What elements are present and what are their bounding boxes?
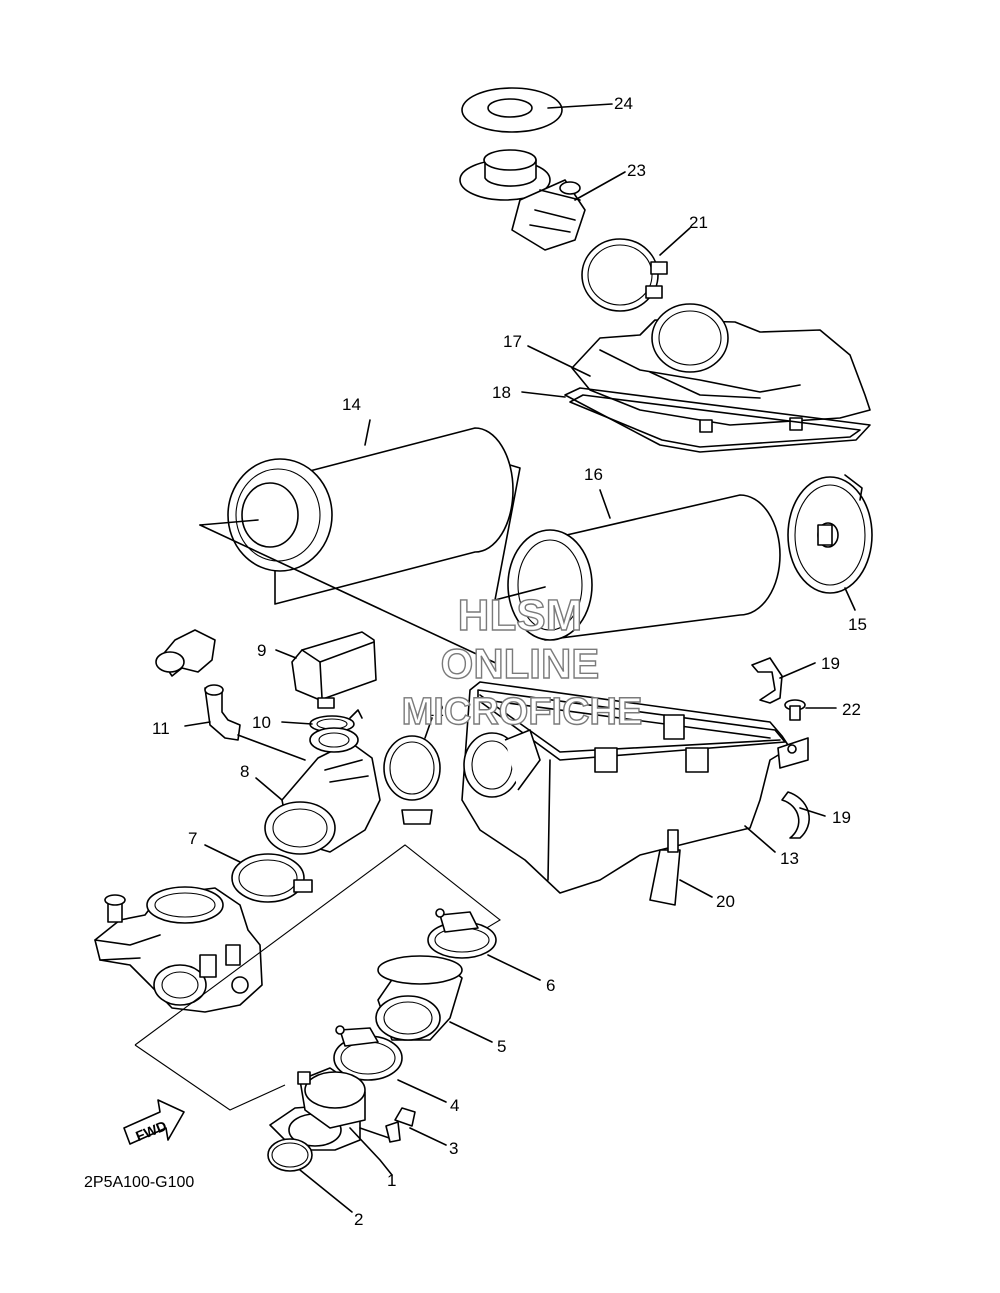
diagram-code: 2P5A100-G100 — [84, 1174, 194, 1191]
part-16-air-filter — [494, 464, 781, 641]
part-11-hose — [155, 629, 306, 761]
part-24-gasket — [461, 87, 613, 133]
callout-14: 14 — [342, 395, 361, 414]
callout-7: 7 — [188, 829, 197, 848]
callout-10: 10 — [252, 713, 271, 732]
callout-1: 1 — [387, 1171, 396, 1190]
callout-11: 11 — [152, 719, 170, 738]
callout-18: 18 — [492, 383, 511, 402]
watermark: HLSM ONLINE MICROFICHE — [401, 590, 643, 733]
callout-20: 20 — [716, 892, 735, 911]
part-3-bolt — [385, 1107, 447, 1146]
part-17-airbox-cover — [527, 303, 871, 433]
part-1-carb-joint — [269, 1067, 396, 1176]
part-10-clip — [281, 709, 363, 733]
callout-23: 23 — [627, 161, 646, 180]
watermark-line-3: MICROFICHE — [402, 691, 643, 733]
part-13-airbox — [461, 681, 809, 894]
part-9-cap — [275, 631, 377, 709]
part-19-clip-upper — [751, 657, 816, 704]
callout-8: 8 — [240, 762, 249, 781]
callout-3: 3 — [449, 1139, 458, 1158]
part-4-clamp — [333, 1025, 447, 1103]
part-15-end-cap — [787, 474, 873, 611]
callout-21: 21 — [689, 213, 708, 232]
carburetor — [94, 886, 263, 1013]
callout-15: 15 — [848, 615, 867, 634]
callout-4: 4 — [450, 1096, 459, 1115]
watermark-line-1: HLSM — [458, 591, 583, 640]
part-21-clamp — [581, 227, 691, 312]
callout-6: 6 — [546, 976, 555, 995]
part-18-cover-gasket — [521, 387, 871, 453]
callout-19a: 19 — [821, 654, 840, 673]
part-2-o-ring — [267, 1138, 353, 1213]
part-6-clamp — [427, 908, 541, 981]
part-12-clamp — [383, 717, 441, 825]
part-14-air-filter — [199, 419, 514, 666]
callout-labels: 24 23 21 17 18 14 16 15 9 19 22 12 10 11… — [152, 94, 867, 1229]
callout-16: 16 — [584, 465, 603, 484]
part-23-duct-joint — [459, 149, 626, 251]
callout-12: 12 — [425, 701, 444, 720]
callout-22: 22 — [842, 700, 861, 719]
part-20-drain-tube — [649, 829, 713, 906]
part-19-clip-lower — [781, 791, 826, 839]
callout-24: 24 — [614, 94, 633, 113]
callout-19b: 19 — [832, 808, 851, 827]
part-7-clamp — [204, 844, 313, 903]
callout-9: 9 — [257, 641, 266, 660]
callout-13: 13 — [780, 849, 799, 868]
fwd-arrow-icon: FWD — [123, 1099, 185, 1145]
part-22-screw — [784, 699, 837, 721]
part-5-joint — [375, 955, 493, 1043]
callout-2: 2 — [354, 1210, 363, 1229]
part-8-intake-joint — [255, 727, 381, 855]
callout-5: 5 — [497, 1037, 506, 1056]
watermark-line-2: ONLINE — [441, 640, 600, 687]
callout-17: 17 — [503, 332, 522, 351]
